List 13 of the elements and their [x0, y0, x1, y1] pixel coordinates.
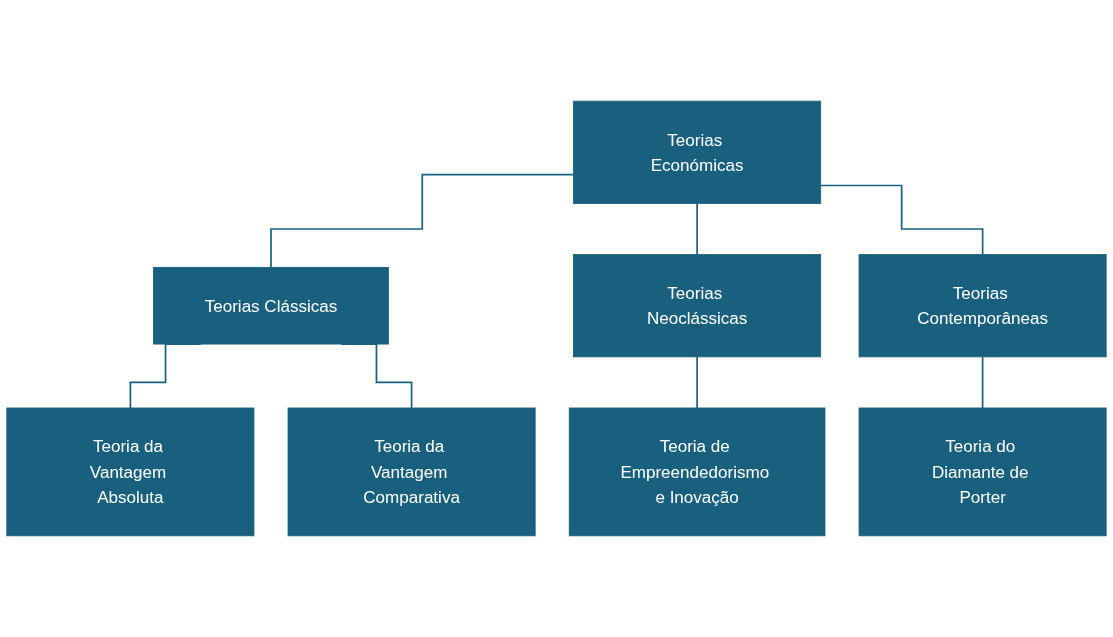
node-box: Teoria do Diamante de Porter	[858, 407, 1107, 537]
connector	[270, 173, 575, 269]
node-box: Teorias Clássicas	[153, 266, 389, 345]
node-box: Teoria de Empreendedorismo e Inovação	[568, 407, 826, 537]
connector	[696, 202, 698, 256]
node-box: Teorias Neoclássicas	[573, 254, 822, 358]
node-box: Teorias Económicas	[573, 100, 822, 204]
node-box: Teorias Contemporâneas	[858, 254, 1107, 358]
node-box: Teoria da Vantagem Absoluta	[6, 407, 255, 537]
connector	[696, 356, 698, 409]
connector	[981, 356, 984, 409]
node-box: Teoria da Vantagem Comparativa	[287, 407, 536, 537]
connector	[819, 184, 984, 256]
